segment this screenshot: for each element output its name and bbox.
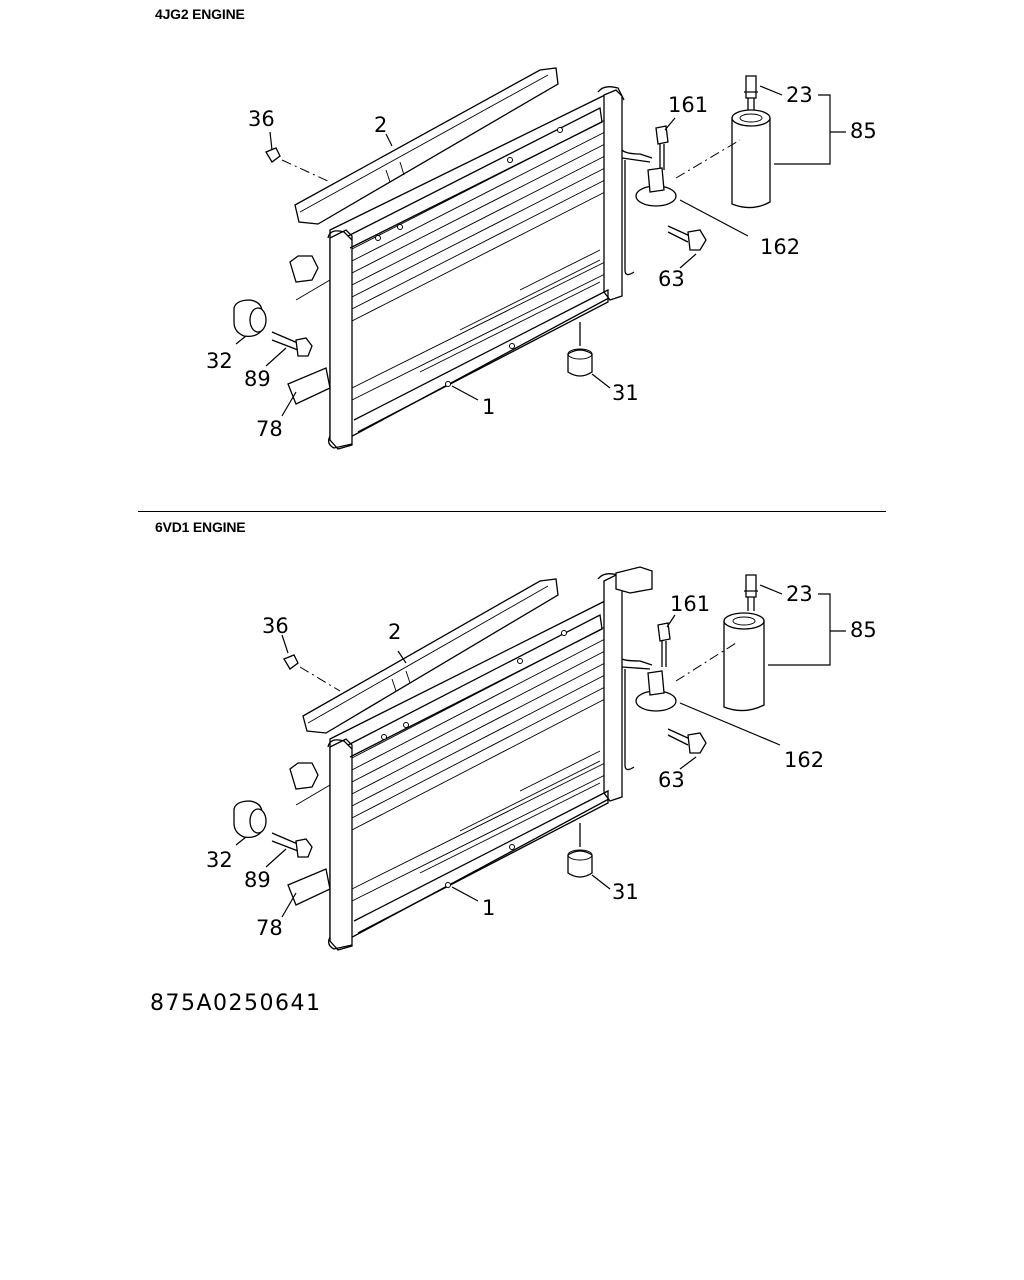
callout-23: 23 — [786, 582, 813, 606]
callout-161: 161 — [670, 592, 710, 616]
callout-161: 161 — [668, 93, 708, 117]
callout-162: 162 — [760, 235, 800, 259]
bolt-89 — [271, 832, 313, 858]
leader-lines — [235, 584, 846, 918]
bolt-161 — [655, 125, 669, 170]
callout-1: 1 — [482, 896, 495, 920]
callout-23: 23 — [786, 83, 813, 107]
section-title-6vd1: 6VD1 ENGINE — [155, 519, 246, 535]
callout-162: 162 — [784, 748, 824, 772]
mount-bushing-32 — [233, 299, 267, 338]
receiver-drier-85 — [731, 75, 771, 209]
callout-78: 78 — [256, 417, 283, 441]
callout-31: 31 — [612, 880, 639, 904]
callout-63: 63 — [658, 768, 685, 792]
callout-31: 31 — [612, 381, 639, 405]
condenser-assembly — [287, 566, 653, 951]
callout-89: 89 — [244, 868, 271, 892]
bolt-63 — [667, 225, 707, 251]
callout-78: 78 — [256, 916, 283, 940]
callout-1: 1 — [482, 395, 495, 419]
leader-lines — [235, 85, 846, 417]
callout-2: 2 — [388, 620, 401, 644]
callout-63: 63 — [658, 267, 685, 291]
section-title-4jg2: 4JG2 ENGINE — [155, 6, 245, 22]
diagram-4jg2-condenser: 36 2 161 23 85 162 63 32 89 31 78 1 — [0, 0, 1024, 500]
callout-2: 2 — [374, 113, 387, 137]
receiver-drier-85 — [723, 574, 765, 712]
bolt-89 — [271, 331, 313, 357]
condenser-assembly — [287, 67, 653, 450]
section-divider — [138, 511, 886, 512]
mount-bushing-32 — [233, 800, 267, 839]
bolt-63 — [667, 728, 707, 754]
callout-32: 32 — [206, 848, 233, 872]
diagram-6vd1-condenser: 36 2 161 23 85 162 63 32 89 31 78 1 — [0, 501, 1024, 1001]
mount-bushing-31 — [567, 823, 593, 878]
bracket-162 — [635, 642, 737, 712]
mount-bushing-31 — [567, 322, 593, 377]
clip-36 — [265, 147, 331, 183]
clip-36 — [283, 654, 341, 692]
bracket-162 — [635, 139, 741, 207]
callout-85: 85 — [850, 618, 877, 642]
callout-89: 89 — [244, 367, 271, 391]
callout-36: 36 — [248, 107, 275, 131]
callout-36: 36 — [262, 614, 289, 638]
callout-32: 32 — [206, 349, 233, 373]
callout-85: 85 — [850, 119, 877, 143]
reference-code: 875A0250641 — [150, 991, 322, 1016]
bolt-161 — [657, 622, 671, 667]
